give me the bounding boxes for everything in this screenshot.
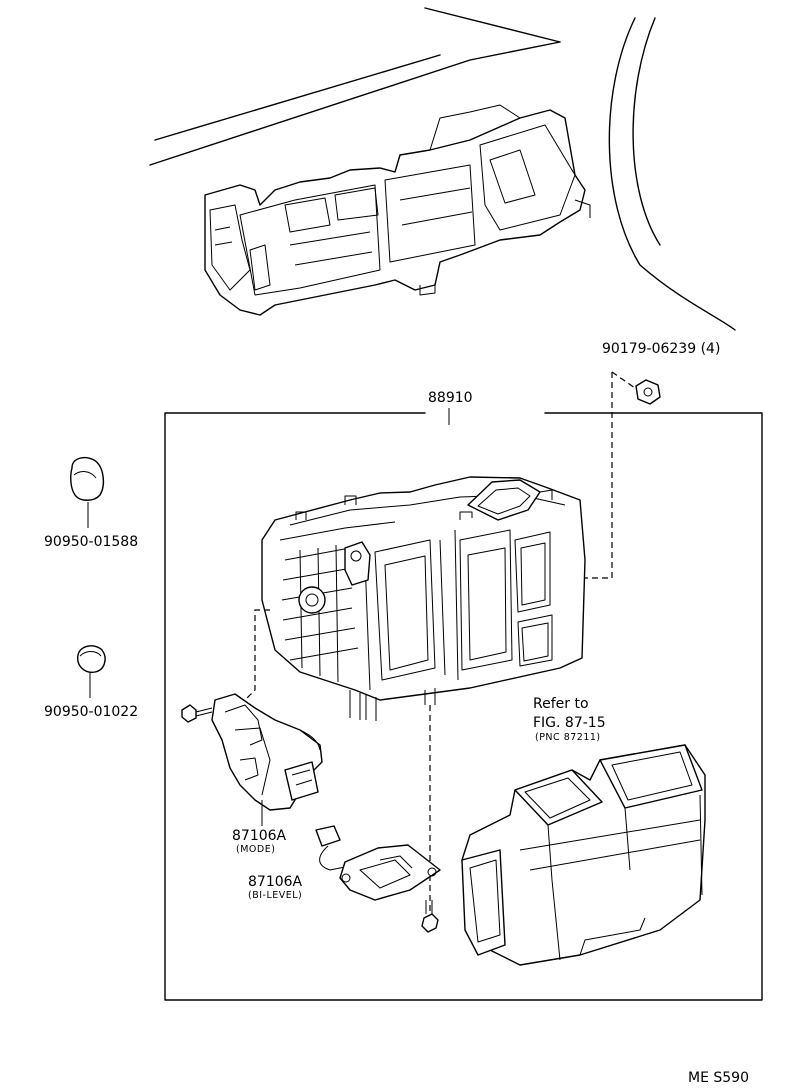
bolt-90179 xyxy=(585,371,661,579)
label-plug-90950-01022: 90950-01022 xyxy=(44,704,138,720)
label-servo-bilevel: 87106A xyxy=(248,874,303,890)
servo-bilevel-87106A xyxy=(315,825,441,901)
page-code: ME S590 xyxy=(688,1070,749,1086)
vehicle-body-outline xyxy=(149,7,736,331)
label-refer-pnc: (PNC 87211) xyxy=(535,732,601,743)
label-refer-fig: FIG. 87-15 xyxy=(533,715,606,731)
heater-unit-88910 xyxy=(239,476,586,918)
installed-heater-unit xyxy=(204,104,591,316)
screw-mode-servo xyxy=(181,704,213,723)
label-servo-bilevel-sub: (BI-LEVEL) xyxy=(248,890,302,901)
label-plug-90950-01588: 90950-01588 xyxy=(44,534,138,550)
servo-mode-87106A xyxy=(211,693,323,826)
duct-87211 xyxy=(461,744,706,966)
label-servo-mode: 87106A xyxy=(232,828,287,844)
label-refer-to: Refer to xyxy=(533,696,589,712)
plug-90950-01588 xyxy=(70,456,105,528)
label-servo-mode-sub: (MODE) xyxy=(236,844,275,855)
label-bolt-90179-06239: 90179-06239 (4) xyxy=(602,341,720,357)
label-assembly-88910: 88910 xyxy=(428,390,473,406)
plug-90950-01022 xyxy=(77,645,106,698)
screw-bilevel-servo xyxy=(421,900,439,933)
